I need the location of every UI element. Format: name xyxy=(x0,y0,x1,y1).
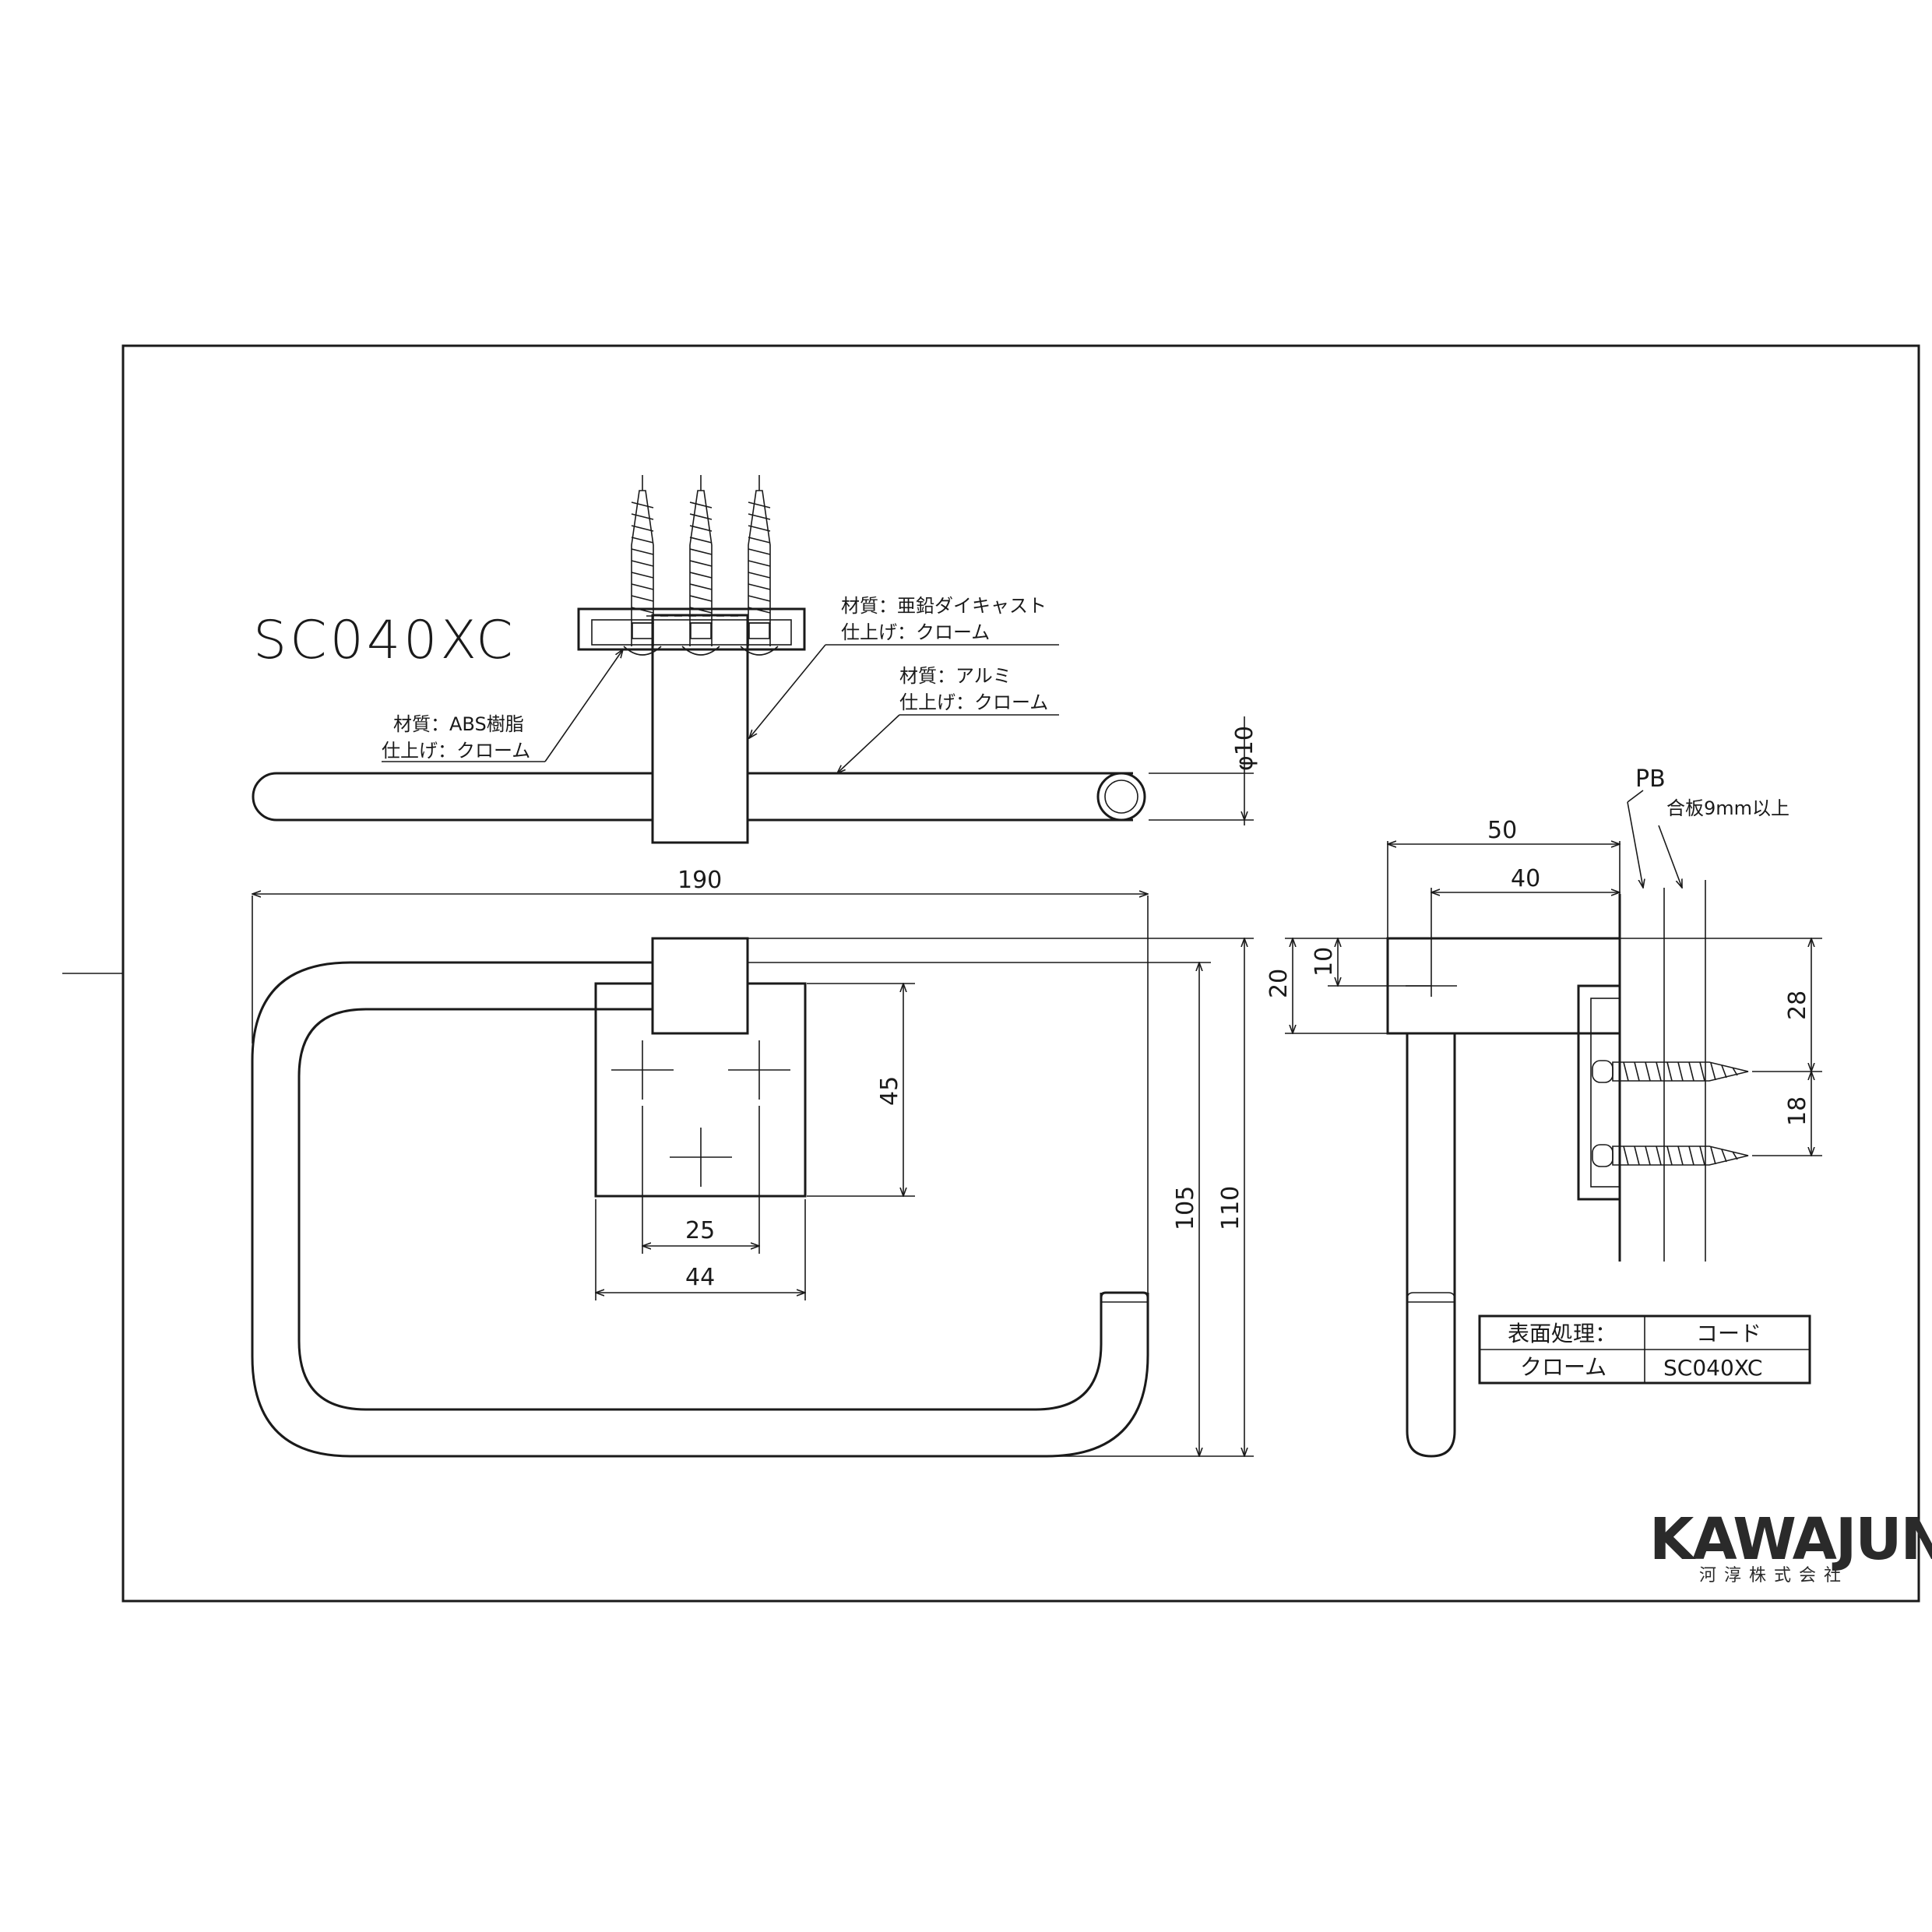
kawajun-logo: KAWAJUN 河淳株式会社 xyxy=(1649,1506,1932,1585)
drawing-border xyxy=(121,344,1920,1603)
dim-depth-total: 50 xyxy=(1487,817,1517,844)
note-base-finish: 仕上げ：クローム xyxy=(841,621,990,643)
dim-arm-width: 20 xyxy=(1265,969,1293,998)
table-value-finish: クローム xyxy=(1520,1354,1606,1380)
logo-name: KAWAJUN xyxy=(1649,1506,1932,1573)
front-view: 190 45 25 44 105 xyxy=(251,867,1254,1458)
dim-arm-half: 10 xyxy=(1311,947,1338,977)
note-plate-finish: 仕上げ：クローム xyxy=(382,740,530,762)
side-view: PB 合板9mm以上 50 40 20 10 xyxy=(1265,765,1822,1458)
spec-table: 表面処理： コード クローム SC040XC xyxy=(1478,1314,1811,1385)
label-pb: PB xyxy=(1635,765,1666,793)
note-ring-finish: 仕上げ：クローム xyxy=(899,692,1048,713)
table-value-code: SC040XC xyxy=(1663,1355,1762,1381)
dim-hole-pitch: 25 xyxy=(685,1217,715,1244)
dim-screw-offset: 28 xyxy=(1784,991,1811,1020)
dim-height-inner: 105 xyxy=(1172,1186,1199,1230)
note-ring-material: 材質：アルミ xyxy=(899,665,1012,687)
dim-total-width: 190 xyxy=(677,867,722,894)
dim-base-height: 45 xyxy=(876,1076,903,1106)
logo-company: 河淳株式会社 xyxy=(1699,1566,1849,1585)
material-notes: 材質：亜鉛ダイキャスト 仕上げ：クローム 材質：アルミ 仕上げ：クローム 材質：… xyxy=(382,595,1059,773)
label-plywood: 合板9mm以上 xyxy=(1666,797,1789,819)
note-base-material: 材質：亜鉛ダイキャスト xyxy=(841,595,1047,617)
dim-depth-center: 40 xyxy=(1511,865,1540,892)
top-view: φ10 xyxy=(252,474,1258,844)
dim-screw-pitch: 18 xyxy=(1784,1096,1811,1126)
model-title: SC040XC xyxy=(253,610,516,671)
dim-base-width: 44 xyxy=(685,1264,715,1291)
table-header-code: コード xyxy=(1696,1321,1761,1346)
dim-height-total: 110 xyxy=(1217,1186,1244,1230)
dim-diameter: φ10 xyxy=(1231,726,1258,771)
note-plate-material: 材質：ABS樹脂 xyxy=(393,713,524,735)
table-header-finish: 表面処理： xyxy=(1508,1321,1617,1346)
